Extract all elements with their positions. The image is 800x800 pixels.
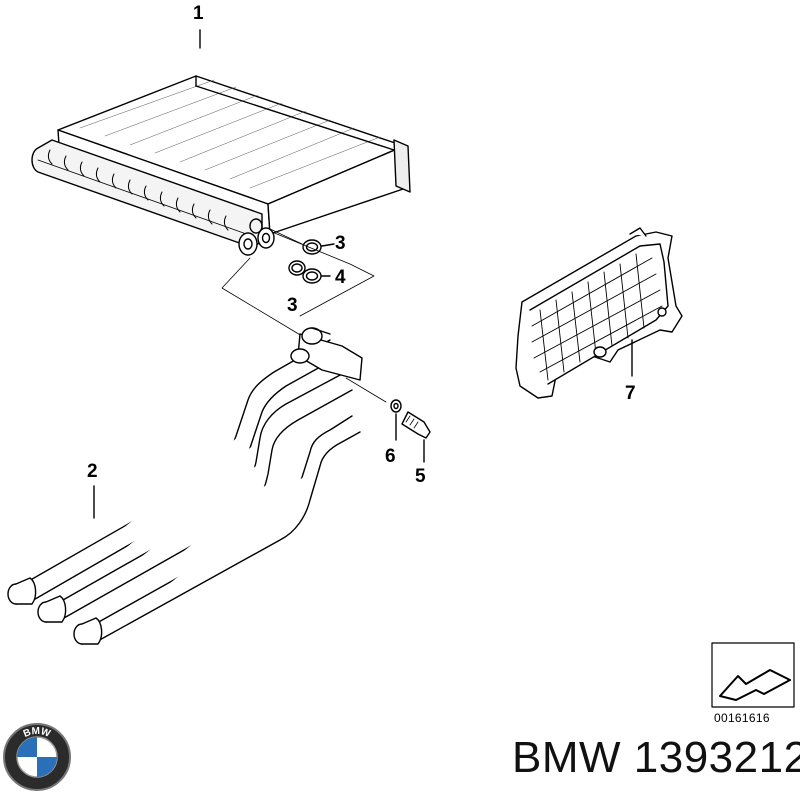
bmw-roundel-icon: BMW: [3, 723, 71, 791]
bracket-cover-part: [515, 227, 683, 399]
seal-ring-4: [302, 268, 322, 284]
heater-core-part: [31, 29, 411, 256]
callout-4: 4: [335, 267, 346, 288]
callout-2: 2: [87, 461, 98, 482]
callout-3-upper: 3: [335, 233, 346, 254]
callout-7: 7: [625, 383, 636, 404]
seal-ring-3b: [288, 260, 306, 276]
seal-ring-3a: [302, 239, 322, 255]
diagram-reference-code: 00161616: [714, 711, 770, 725]
bolt-and-washer-parts: [390, 399, 431, 463]
washer-part: [390, 399, 402, 413]
assembly-guide-lines: [221, 227, 387, 403]
callout-6: 6: [385, 446, 396, 467]
part-number-label: BMW 1393212: [512, 733, 800, 782]
pipe-set-part: [7, 327, 363, 645]
seal-ring-parts: [288, 239, 335, 284]
bmw-logo-text: BMW: [22, 726, 52, 740]
callout-5: 5: [415, 466, 426, 487]
callout-3-lower: 3: [287, 295, 298, 316]
arrow-flag-icon: [711, 642, 795, 708]
callout-1: 1: [193, 3, 204, 24]
